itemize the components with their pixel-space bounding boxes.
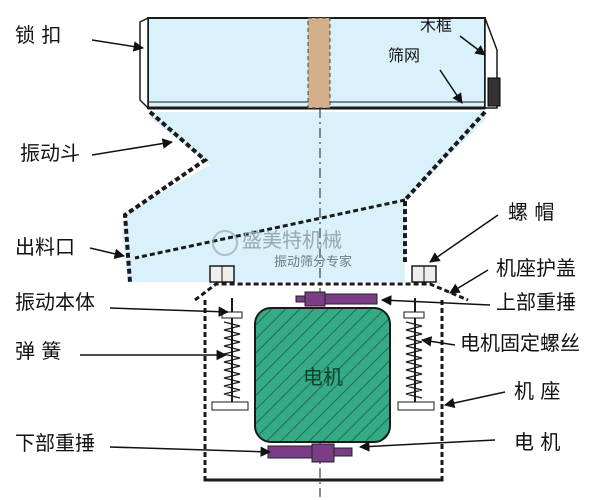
spring-right xyxy=(397,311,435,411)
label-motor-center: 电机 xyxy=(303,365,343,389)
label-nut-cap: 螺 帽 xyxy=(508,200,555,224)
label-outlet: 出料口 xyxy=(15,235,75,259)
label-motor-bolts: 电机固定螺丝 xyxy=(460,331,580,355)
center-band xyxy=(307,17,331,109)
leader-base xyxy=(443,391,506,409)
leader-upper-weight xyxy=(380,295,491,306)
base-housing xyxy=(203,300,444,482)
leader-hopper xyxy=(91,138,174,156)
label-base-cover: 机座护盖 xyxy=(496,256,576,280)
label-vibrating-hopper: 振动斗 xyxy=(20,141,80,165)
watermark-brand: 盛美特机械 xyxy=(242,228,342,252)
label-screen-mesh: 筛网 xyxy=(388,46,421,65)
leader-base-cover xyxy=(449,269,489,294)
label-upper-weight: 上部重捶 xyxy=(496,290,576,314)
leader-nut-cap xyxy=(429,214,499,263)
leader-outlet xyxy=(89,247,126,259)
leader-motor xyxy=(358,439,496,452)
motor-body xyxy=(254,307,391,443)
upper-weight xyxy=(295,291,378,307)
leader-motor-bolts xyxy=(420,336,456,347)
leader-lower-weight xyxy=(109,446,272,457)
label-motor: 电 机 xyxy=(514,430,561,454)
leader-lock xyxy=(91,39,145,52)
label-spring: 弹 簧 xyxy=(15,339,62,363)
wood-frame-side xyxy=(484,17,501,109)
leader-vibrating-body xyxy=(109,306,230,317)
watermark-subtitle: 振动筛分专家 xyxy=(274,255,353,270)
label-base: 机 座 xyxy=(514,379,561,403)
watermark-logo-icon xyxy=(212,230,238,256)
leader-wood-frame xyxy=(459,35,486,56)
label-wood-frame: 木框 xyxy=(420,16,453,35)
label-vibrating-body: 振动本体 xyxy=(15,290,95,314)
label-lower-weight: 下部重捶 xyxy=(15,431,95,455)
leader-screen-mesh xyxy=(439,69,463,104)
label-lock: 锁 扣 xyxy=(15,23,62,47)
spring-left xyxy=(211,311,249,411)
lower-weight xyxy=(267,443,353,463)
